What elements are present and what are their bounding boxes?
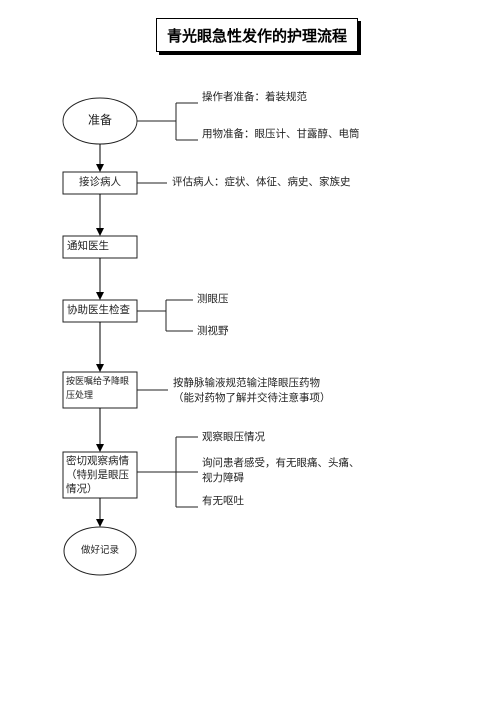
note-obs-ask-line1: 询问患者感受，有无眼痛、头痛、 [202, 457, 360, 469]
assist-label: 协助医生检查 [67, 304, 130, 316]
medicate-label: 按医嘱给予降眼压处理 [66, 377, 130, 401]
note-assess: 评估病人：症状、体征、病史、家族史 [172, 176, 351, 188]
note-prepare-operator: 操作者准备：着装规范 [202, 91, 307, 103]
note-obs-ask-line2: 视力障碍 [202, 472, 244, 484]
prepare-label: 准备 [87, 113, 112, 127]
flowchart-title: 青光眼急性发作的护理流程 [156, 18, 358, 52]
note-check-field: 测视野 [197, 325, 229, 337]
receive-label: 接诊病人 [79, 176, 121, 188]
note-obs-vomit: 有无呕吐 [202, 495, 244, 507]
observe-label: 密切观察病情（特别是眼压情况） [66, 455, 129, 495]
observe-node [62, 451, 138, 499]
note-obs-pressure: 观察眼压情况 [202, 431, 265, 443]
observe-bracket [137, 436, 198, 508]
prepare-bracket [137, 102, 198, 141]
assist-bracket [137, 299, 193, 332]
note-iv-line1: 按静脉输液规范输注降眼压药物 [173, 377, 320, 389]
notify-label: 通知医生 [67, 240, 109, 252]
note-iv-line2: （能对药物了解并交待注意事项） [173, 392, 331, 404]
note-prepare-items: 用物准备：眼压计、甘露醇、电筒 [202, 128, 360, 140]
record-node [63, 526, 137, 576]
note-check-pressure: 测眼压 [197, 293, 229, 305]
record-label: 做好记录 [80, 545, 119, 556]
